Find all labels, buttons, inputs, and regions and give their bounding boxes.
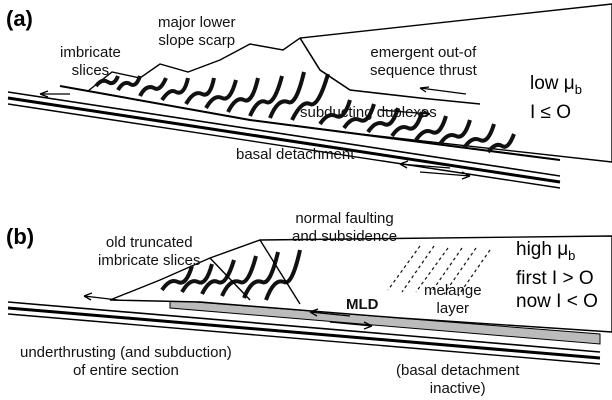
label-mld: MLD xyxy=(346,296,379,314)
mu-sub-b: b xyxy=(568,248,575,263)
relation-b1: first I > O xyxy=(516,267,598,290)
label-old-truncated: old truncated imbricate slices xyxy=(98,234,201,270)
label-normal-faulting: normal faulting and subsidence xyxy=(292,210,397,246)
mu-high: high μ xyxy=(516,239,568,260)
label-basal-inactive: (basal detachment inactive) xyxy=(396,362,519,398)
relation-b2: now I < O xyxy=(516,290,598,313)
label-underthrusting: underthrusting (and subduction) of entir… xyxy=(20,344,232,380)
label-melange-layer: melange layer xyxy=(424,282,482,318)
condition-b: high μb first I > O now I < O xyxy=(516,238,598,313)
